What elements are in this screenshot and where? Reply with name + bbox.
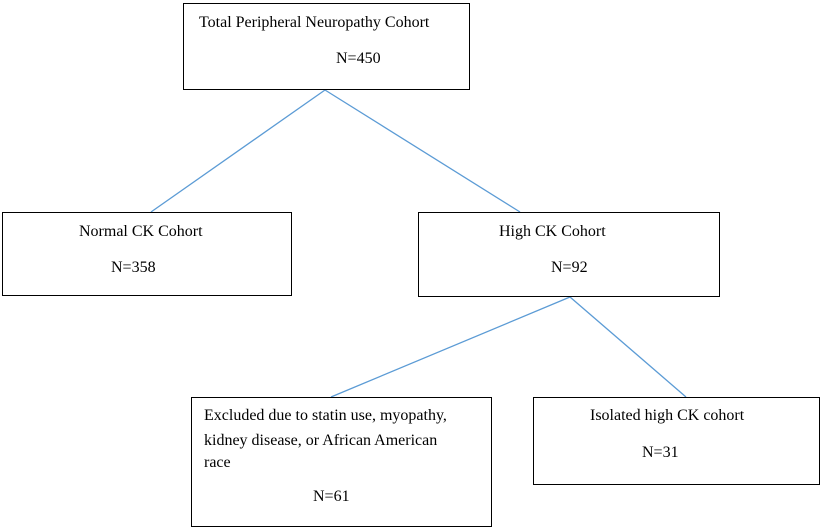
node-excluded-line2: kidney disease, or African American: [204, 432, 438, 449]
node-isolated-title: Isolated high CK cohort: [590, 407, 745, 424]
node-total-count: N=450: [336, 50, 381, 67]
connector-total-to-normal: [150, 89, 326, 213]
node-normal-count: N=358: [111, 259, 156, 276]
node-high-ck: High CK Cohort N=92: [418, 212, 720, 297]
node-excluded: Excluded due to statin use, myopathy, ki…: [191, 397, 492, 527]
node-total-title: Total Peripheral Neuropathy Cohort: [199, 14, 430, 31]
node-excluded-line1: Excluded due to statin use, myopathy,: [204, 407, 447, 424]
node-total-cohort: Total Peripheral Neuropathy Cohort N=450: [183, 3, 470, 90]
node-isolated-count: N=31: [642, 444, 679, 461]
node-normal-ck: Normal CK Cohort N=358: [2, 212, 292, 296]
node-high-count: N=92: [551, 259, 588, 276]
node-high-title: High CK Cohort: [499, 223, 606, 240]
connector-total-to-high: [324, 89, 521, 213]
node-normal-title: Normal CK Cohort: [79, 223, 203, 240]
node-isolated-high-ck: Isolated high CK cohort N=31: [533, 397, 820, 485]
connector-high-to-excluded: [330, 296, 571, 398]
node-excluded-count: N=61: [313, 488, 350, 505]
node-excluded-line3: race: [204, 454, 231, 471]
connector-high-to-isolated: [569, 296, 687, 398]
